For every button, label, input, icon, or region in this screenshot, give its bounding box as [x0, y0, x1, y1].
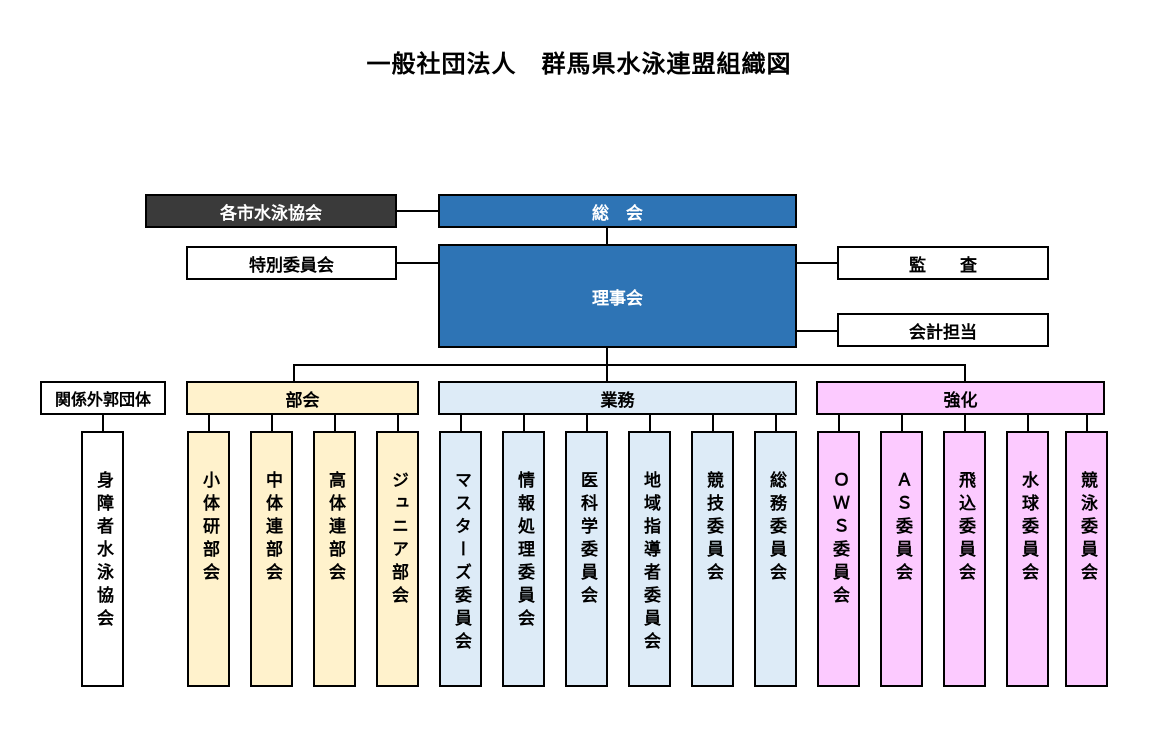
external-item-label: 身障者水泳協会: [93, 471, 113, 632]
kyoka-item-label: 飛込委員会: [955, 471, 975, 586]
connector-drop-gyomu-4: [649, 414, 651, 432]
auditor-label: 監 査: [909, 255, 977, 276]
gyomu-group-label: 業務: [600, 390, 635, 411]
connector-drop-external: [102, 414, 104, 432]
kyoka-item-label: ＯＷＳ委員会: [829, 471, 849, 609]
connector-city-assembly: [395, 210, 440, 212]
auditor-box: 監 査: [837, 246, 1049, 280]
gyomu-item-box: 地域指導者委員会: [628, 431, 671, 687]
connector-group-bar: [293, 364, 965, 366]
external-item-box: 身障者水泳協会: [81, 431, 124, 687]
connector-drop-bukai-1: [208, 414, 210, 432]
kyoka-item-label: 水球委員会: [1018, 471, 1038, 586]
city-assoc-box: 各市水泳協会: [145, 194, 397, 228]
connector-drop-kyoka: [964, 364, 966, 382]
bukai-group-label: 部会: [285, 390, 320, 411]
kyoka-group-label: 強化: [943, 390, 978, 411]
connector-drop-gyomu-3: [586, 414, 588, 432]
page-title: 一般社団法人 群馬県水泳連盟組織図: [366, 50, 792, 78]
bukai-item-label: ジュニア部会: [388, 471, 408, 609]
connector-drop-kyoka-5: [1086, 414, 1088, 432]
connector-board-trunk: [606, 346, 608, 364]
connector-drop-bukai: [293, 364, 295, 382]
connector-drop-gyomu: [606, 364, 608, 382]
gyomu-item-label: 情報処理委員会: [514, 471, 534, 632]
connector-drop-bukai-4: [397, 414, 399, 432]
gyomu-item-box: 競技委員会: [691, 431, 734, 687]
gyomu-item-label: マスターズ委員会: [451, 471, 471, 655]
gyomu-item-box: マスターズ委員会: [439, 431, 482, 687]
connector-board-accounting: [796, 330, 838, 332]
city-assoc-label: 各市水泳協会: [220, 203, 322, 224]
kyoka-item-box: 水球委員会: [1006, 431, 1049, 687]
gyomu-item-box: 医科学委員会: [565, 431, 608, 687]
connector-drop-bukai-3: [334, 414, 336, 432]
gyomu-item-label: 医科学委員会: [577, 471, 597, 609]
external-group-header: 関係外郭団体: [40, 381, 166, 415]
kyoka-item-box: 競泳委員会: [1065, 431, 1108, 687]
gyomu-group-header: 業務: [438, 381, 797, 415]
bukai-item-box: 中体連部会: [250, 431, 293, 687]
kyoka-group-header: 強化: [816, 381, 1105, 415]
connector-drop-kyoka-3: [964, 414, 966, 432]
kyoka-item-box: ＯＷＳ委員会: [817, 431, 860, 687]
accounting-label: 会計担当: [909, 322, 977, 343]
external-group-label: 関係外郭団体: [54, 390, 151, 409]
gyomu-item-box: 総務委員会: [754, 431, 797, 687]
connector-drop-kyoka-4: [1027, 414, 1029, 432]
bukai-item-box: 小体研部会: [187, 431, 230, 687]
bukai-item-label: 小体研部会: [199, 471, 219, 586]
connector-board-auditor: [796, 262, 838, 264]
general-assembly-box: 総 会: [438, 194, 797, 228]
connector-special-board: [396, 262, 440, 264]
general-assembly-label: 総 会: [592, 203, 643, 224]
connector-drop-gyomu-1: [460, 414, 462, 432]
connector-drop-gyomu-5: [712, 414, 714, 432]
gyomu-item-label: 競技委員会: [703, 471, 723, 586]
bukai-item-label: 高体連部会: [325, 471, 345, 586]
special-committee-label: 特別委員会: [249, 255, 334, 276]
gyomu-item-label: 総務委員会: [766, 471, 786, 586]
bukai-group-header: 部会: [186, 381, 419, 415]
bukai-item-box: 高体連部会: [313, 431, 356, 687]
gyomu-item-label: 地域指導者委員会: [640, 471, 660, 655]
connector-assembly-board: [606, 227, 608, 245]
board-label: 理事会: [592, 288, 643, 309]
connector-drop-gyomu-2: [523, 414, 525, 432]
kyoka-item-label: ＡＳ委員会: [892, 471, 912, 586]
accounting-box: 会計担当: [837, 313, 1049, 347]
bukai-item-box: ジュニア部会: [376, 431, 419, 687]
kyoka-item-box: 飛込委員会: [943, 431, 986, 687]
board-box: 理事会: [438, 244, 797, 348]
connector-drop-bukai-2: [271, 414, 273, 432]
kyoka-item-label: 競泳委員会: [1077, 471, 1097, 586]
bukai-item-label: 中体連部会: [262, 471, 282, 586]
connector-drop-kyoka-2: [901, 414, 903, 432]
connector-drop-kyoka-1: [838, 414, 840, 432]
kyoka-item-box: ＡＳ委員会: [880, 431, 923, 687]
gyomu-item-box: 情報処理委員会: [502, 431, 545, 687]
special-committee-box: 特別委員会: [186, 246, 397, 280]
connector-drop-gyomu-6: [775, 414, 777, 432]
